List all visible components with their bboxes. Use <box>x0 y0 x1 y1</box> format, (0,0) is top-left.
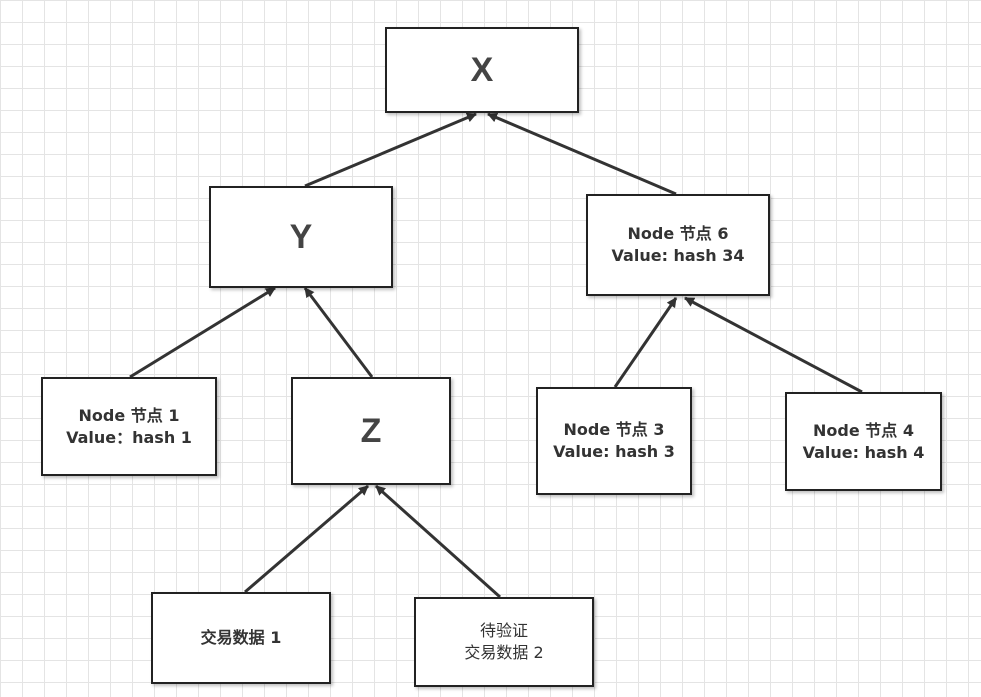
node-6-title: Node 节点 6 <box>627 224 729 243</box>
edge-node1-to-y <box>129 286 276 379</box>
edge-y-to-x <box>304 112 477 188</box>
edge-z-to-y <box>303 287 374 378</box>
node-3-value: Value: hash 3 <box>553 442 675 461</box>
transaction-2-label: 交易数据 2 <box>464 643 544 662</box>
node-z-label: Z <box>360 411 382 450</box>
edge-tx1-to-z <box>244 484 369 594</box>
node-1-title: Node 节点 1 <box>78 405 180 425</box>
transaction-1-label: 交易数据 1 <box>200 628 282 647</box>
node-1-value: Value：hash 1 <box>66 427 192 447</box>
node-4-title: Node 节点 4 <box>813 420 914 440</box>
node-3[interactable]: Node 节点 3 Value: hash 3 <box>536 387 692 495</box>
node-y-label: Y <box>289 217 313 256</box>
node-4-value: Value: hash 4 <box>802 442 925 462</box>
node-6[interactable]: Node 节点 6 Value: hash 34 <box>586 194 770 296</box>
node-z[interactable]: Z <box>291 377 451 485</box>
node-4[interactable]: Node 节点 4 Value: hash 4 <box>785 392 942 491</box>
node-x[interactable]: X <box>385 27 579 113</box>
transaction-2-pending[interactable]: 待验证 交易数据 2 <box>414 597 594 687</box>
edge-node4-to-node6 <box>684 296 863 394</box>
node-3-title: Node 节点 3 <box>563 420 665 439</box>
node-y[interactable]: Y <box>209 186 393 288</box>
edge-node3-to-node6 <box>613 297 678 388</box>
transaction-1[interactable]: 交易数据 1 <box>151 592 331 684</box>
transaction-2-status: 待验证 <box>479 621 528 640</box>
edge-node6-to-x <box>487 112 677 196</box>
edge-tx2-to-z <box>374 484 502 599</box>
node-1[interactable]: Node 节点 1 Value：hash 1 <box>41 377 217 476</box>
node-x-label: X <box>470 50 494 89</box>
node-6-value: Value: hash 34 <box>611 246 745 265</box>
